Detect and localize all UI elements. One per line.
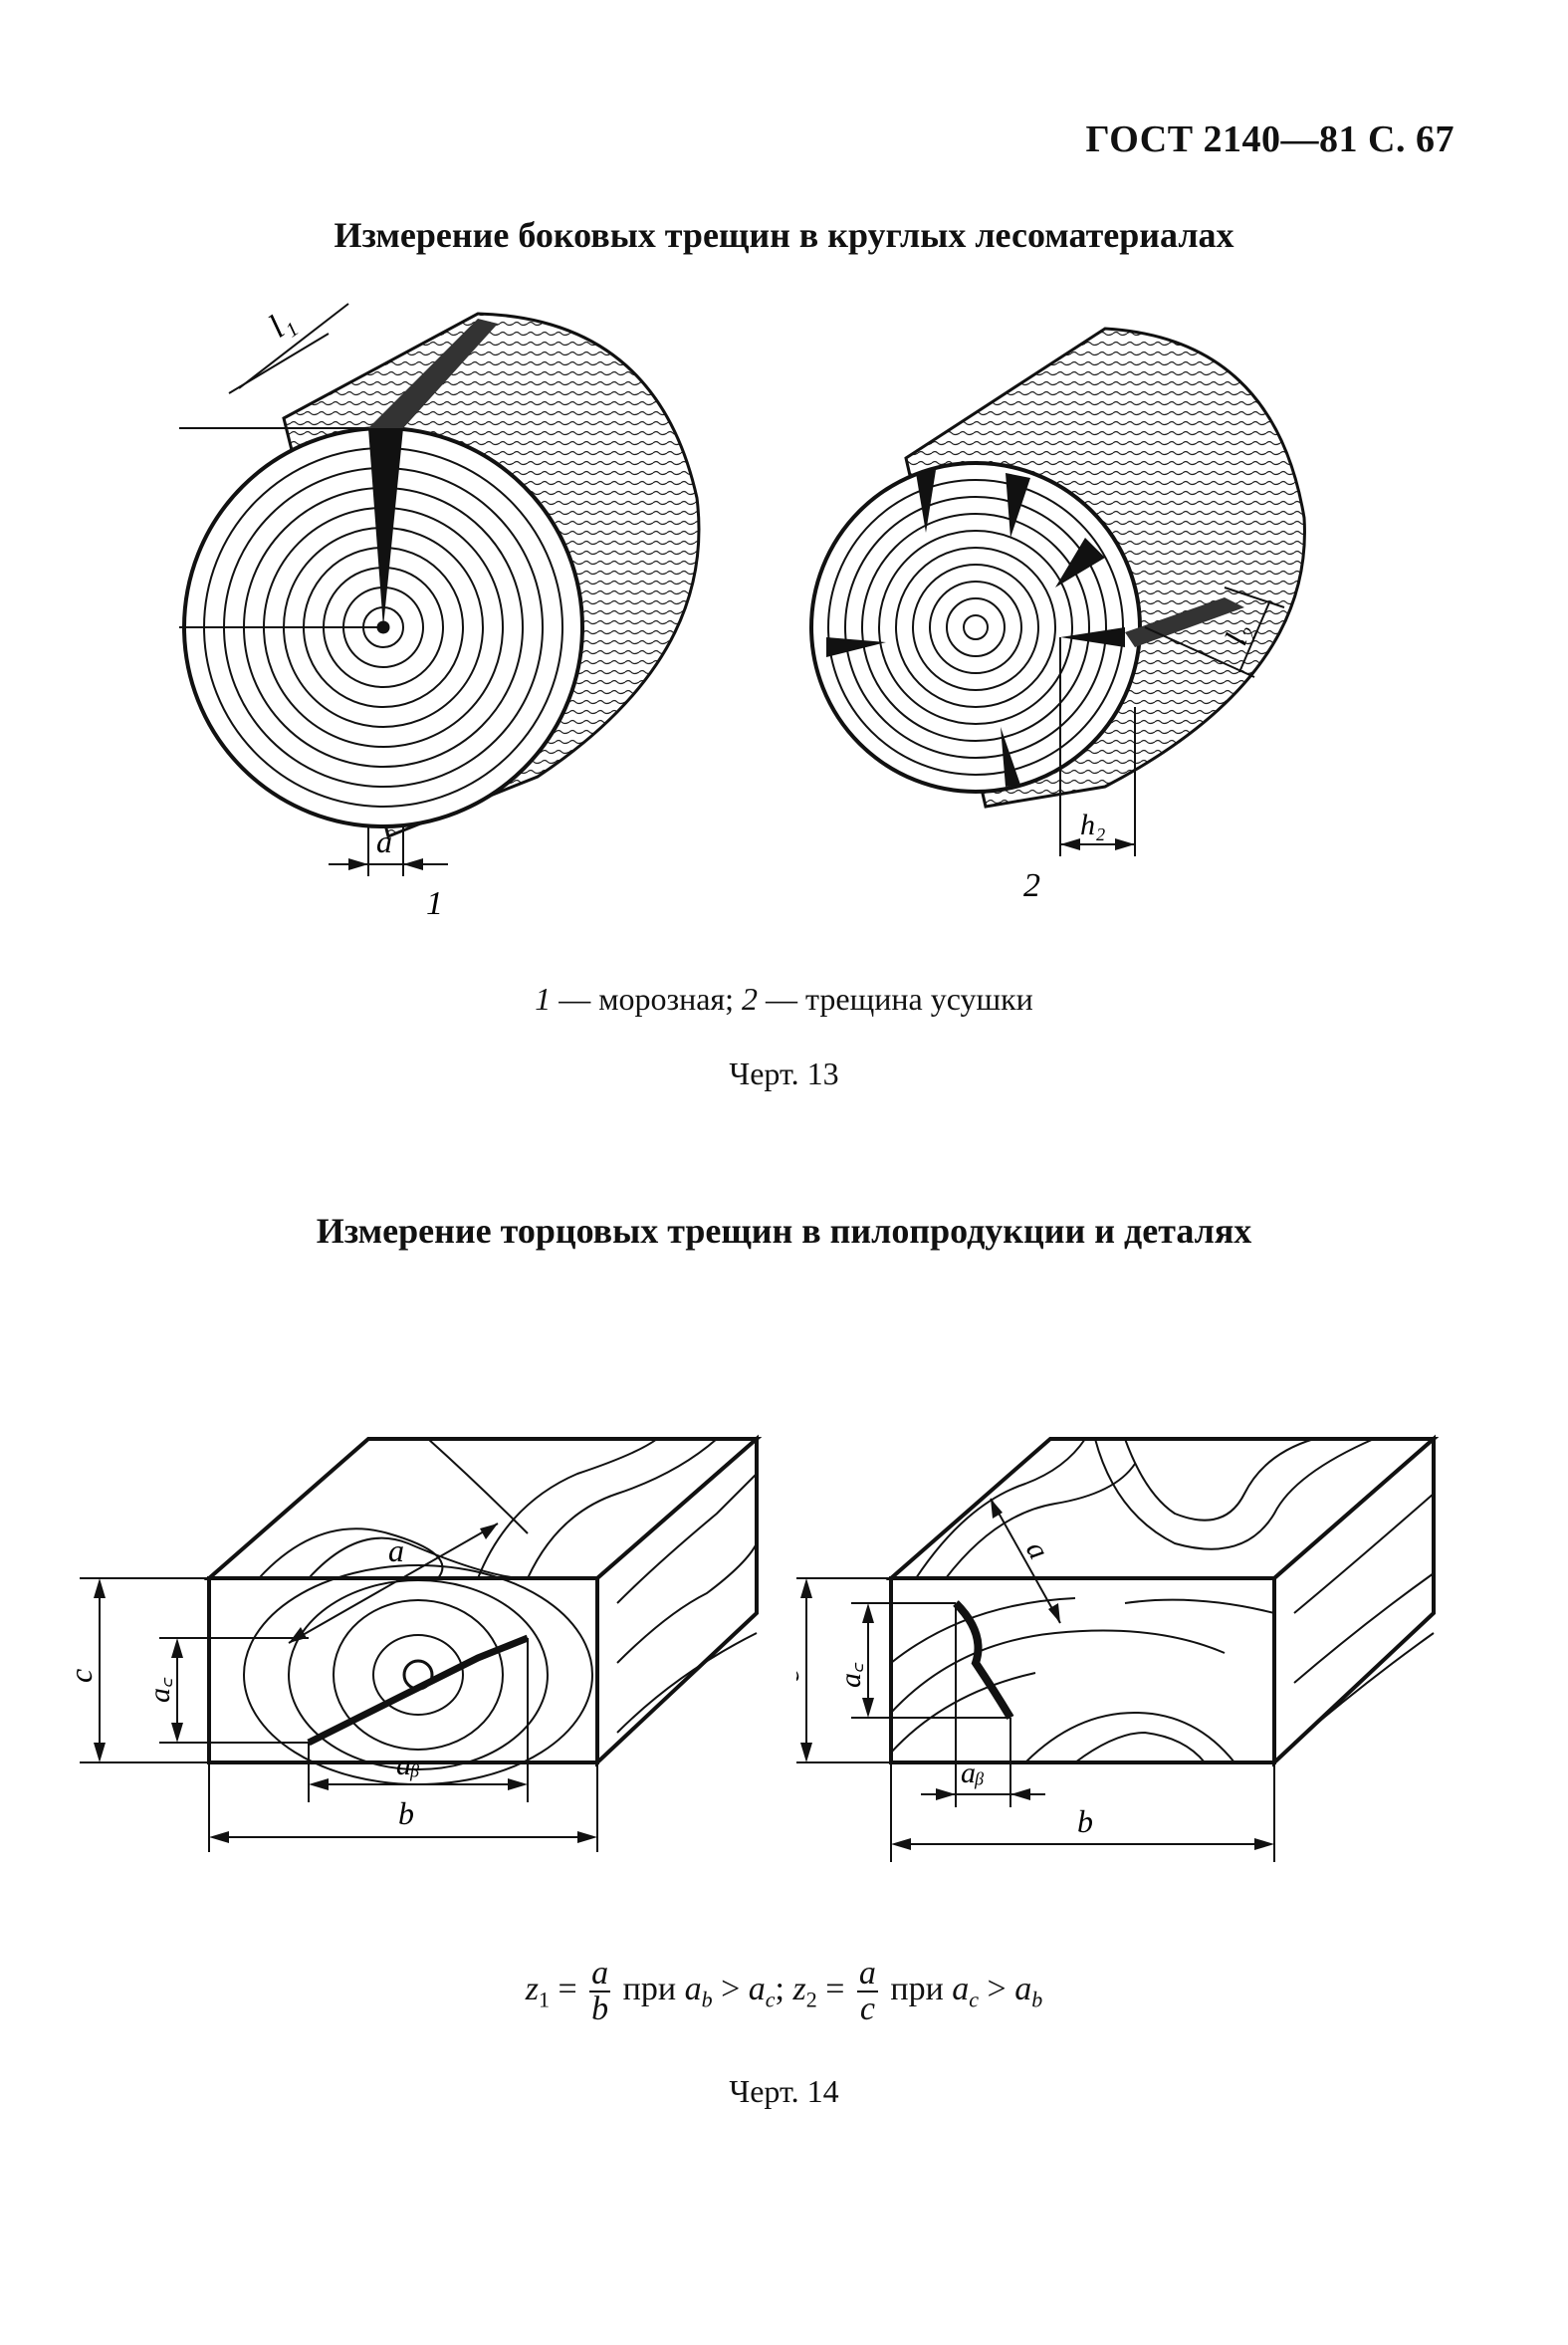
legend-number-2: 2 bbox=[742, 981, 759, 1017]
formula-cond2-pre: при bbox=[881, 1970, 953, 2007]
formula-z2-sub: 2 bbox=[805, 1987, 817, 2012]
figure-legend-13: 1 — морозная; 2 — трещина усушки bbox=[0, 981, 1568, 1018]
frost-crack-surface bbox=[368, 319, 498, 428]
formula-eq1: = bbox=[549, 1970, 586, 2007]
legend-text-shrinkage: — трещина усушки bbox=[758, 981, 1033, 1017]
fraction2-denominator: c bbox=[859, 1991, 875, 2027]
board2-end-face bbox=[889, 1576, 1276, 1764]
formula-cond1-asub: b bbox=[701, 1987, 713, 2012]
formula-z1-sub: 1 bbox=[538, 1987, 550, 2012]
ac-label-board2: a꜀ bbox=[834, 1662, 867, 1688]
formula-eq2: = bbox=[816, 1970, 853, 2007]
formula-cond1-b: a bbox=[748, 1970, 766, 2007]
l2-dimension-line bbox=[1238, 601, 1270, 673]
legend-text-frost: — морозная; bbox=[551, 981, 743, 1017]
log-end-rings-2 bbox=[809, 461, 1142, 794]
b-label-board2: b bbox=[1077, 1803, 1093, 1839]
edge-crack bbox=[953, 1600, 1014, 1721]
document-reference: ГОСТ 2140—81 С. 67 bbox=[1085, 118, 1455, 160]
formula-cond2-b: a bbox=[1014, 1970, 1032, 2007]
h2-label: h₂ bbox=[1080, 809, 1105, 841]
formula-cond2-asub: c bbox=[969, 1987, 980, 2012]
fraction1-denominator: b bbox=[591, 1991, 609, 2027]
fraction1-numerator: a bbox=[589, 1955, 611, 1993]
c-label-board2: c bbox=[796, 1669, 805, 1683]
formula-cond1-gt: > bbox=[712, 1970, 749, 2007]
formula-cond2-a: a bbox=[952, 1970, 970, 2007]
board-end-face bbox=[207, 1576, 599, 1764]
board-end-crack-drawing-2: a c a꜀ aᵦ b bbox=[796, 1434, 1440, 1862]
formula-separator: ; bbox=[775, 1970, 784, 2007]
figure-number-2: 2 bbox=[1023, 867, 1040, 904]
formula-z2: z bbox=[792, 1970, 806, 2007]
figure-caption-14: Черт. 14 bbox=[729, 2073, 839, 2109]
board-end-crack-drawing-1: a c a꜀ aᵦ b bbox=[63, 1434, 763, 1852]
l1-dimension-line bbox=[238, 303, 349, 389]
ac-label-board1: a꜀ bbox=[143, 1677, 176, 1703]
shrinkage-cracks bbox=[826, 470, 1125, 787]
end-crack bbox=[307, 1634, 530, 1747]
wood-grain-2 bbox=[890, 1438, 1435, 1763]
b-label-board1: b bbox=[398, 1795, 414, 1831]
ab-label-board2: aᵦ bbox=[961, 1757, 985, 1789]
section-title-side-cracks: Измерение боковых трещин в круглых лесом… bbox=[334, 215, 1234, 255]
a-dimension-line-board2 bbox=[990, 1498, 1061, 1624]
a-dimension-line-board1 bbox=[288, 1523, 499, 1644]
c-label-board1: c bbox=[63, 1669, 99, 1683]
l1-label: l₁ bbox=[262, 303, 301, 346]
figure-number-1: 1 bbox=[426, 885, 443, 922]
legend-number-1: 1 bbox=[535, 981, 552, 1017]
ab-label-board1: aᵦ bbox=[396, 1749, 420, 1781]
figure-caption-13: Черт. 13 bbox=[729, 1055, 839, 1091]
a-label-board1: a bbox=[388, 1532, 404, 1568]
formula-cond2-gt: > bbox=[979, 1970, 1015, 2007]
section-title-end-cracks: Измерение торцовых трещин в пилопродукци… bbox=[316, 1211, 1252, 1251]
shrinkage-crack-surface bbox=[1125, 597, 1244, 647]
a-label: a bbox=[376, 823, 392, 859]
formula-cond2-bsub: b bbox=[1031, 1987, 1043, 2012]
formula-cond1-pre: при bbox=[614, 1970, 685, 2007]
frost-crack bbox=[368, 428, 403, 627]
formula-z1: z bbox=[525, 1970, 539, 2007]
log-frost-crack-drawing: l₁ h₁ a 1 bbox=[179, 303, 701, 922]
fraction2-numerator: a bbox=[856, 1955, 878, 1993]
log-shrinkage-crack-drawing: l₂ h₂ 2 bbox=[809, 327, 1306, 904]
formula-cond1-bsub: c bbox=[765, 1987, 776, 2012]
formula-cond1-a: a bbox=[684, 1970, 702, 2007]
